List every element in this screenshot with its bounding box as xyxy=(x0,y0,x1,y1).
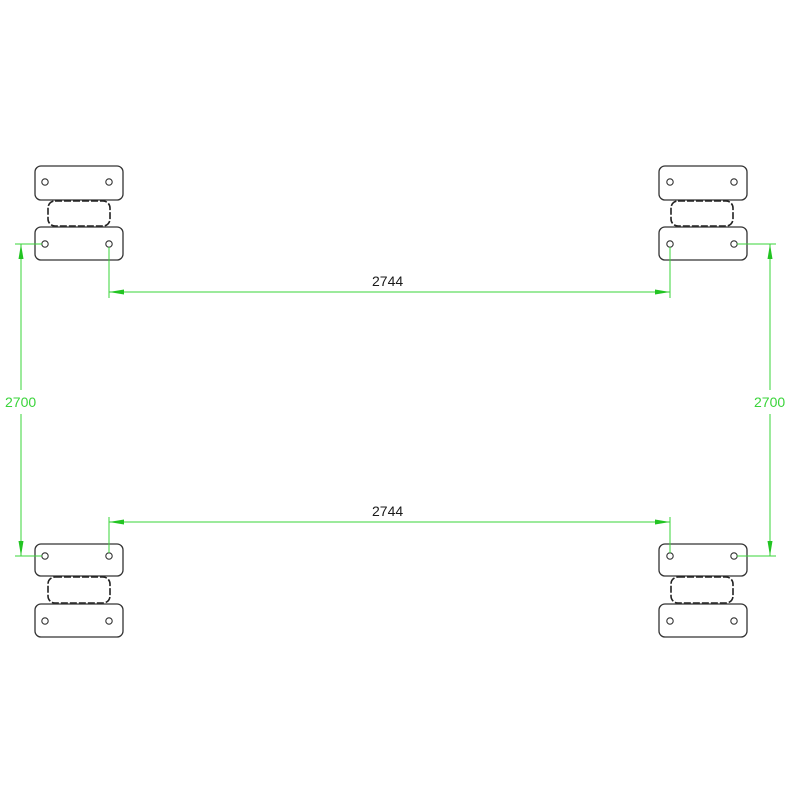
dimension-right-vertical xyxy=(737,243,776,557)
rubber-cushion xyxy=(47,576,111,604)
bolt-hole xyxy=(105,178,113,186)
bolt-hole xyxy=(105,240,113,248)
bolt-hole xyxy=(730,552,738,560)
rubber-cushion xyxy=(670,200,734,227)
mount-top-left xyxy=(34,165,124,261)
rubber-cushion xyxy=(47,200,111,227)
upper-plate xyxy=(34,543,124,577)
bolt-hole xyxy=(666,178,674,186)
bolt-hole xyxy=(41,552,49,560)
arrowhead-icon xyxy=(109,519,124,525)
arrowhead-icon xyxy=(655,289,670,295)
bolt-hole xyxy=(730,617,738,625)
dimension-label-left: 2700 xyxy=(5,393,37,411)
arrowhead-icon xyxy=(109,289,124,295)
dimension-label-top: 2744 xyxy=(372,273,404,289)
mount-bottom-right xyxy=(658,543,748,638)
arrowhead-icon xyxy=(767,541,773,556)
dimension-label-right: 2700 xyxy=(754,393,786,411)
dimension-left-vertical xyxy=(15,243,42,557)
lower-plate xyxy=(658,603,748,638)
arrowhead-icon xyxy=(655,519,670,525)
bolt-hole xyxy=(105,617,113,625)
dimension-bottom-horizontal xyxy=(108,517,671,553)
bolt-hole xyxy=(666,240,674,248)
dimension-top-horizontal xyxy=(108,247,671,298)
mount-top-right xyxy=(658,165,748,261)
upper-plate xyxy=(34,165,124,201)
lower-plate xyxy=(34,603,124,638)
bolt-hole xyxy=(730,178,738,186)
arrowhead-icon xyxy=(18,541,24,556)
upper-plate xyxy=(658,165,748,201)
bolt-hole xyxy=(666,552,674,560)
dimension-label-bottom: 2744 xyxy=(372,503,404,519)
bolt-hole xyxy=(41,240,49,248)
mount-bottom-left xyxy=(34,543,124,638)
bolt-hole xyxy=(41,178,49,186)
rubber-cushion xyxy=(670,576,734,604)
arrowhead-icon xyxy=(767,244,773,259)
arrowhead-icon xyxy=(18,244,24,259)
bolt-hole xyxy=(730,240,738,248)
upper-plate xyxy=(658,543,748,577)
bolt-hole xyxy=(105,552,113,560)
bolt-hole xyxy=(41,617,49,625)
bolt-hole xyxy=(666,617,674,625)
